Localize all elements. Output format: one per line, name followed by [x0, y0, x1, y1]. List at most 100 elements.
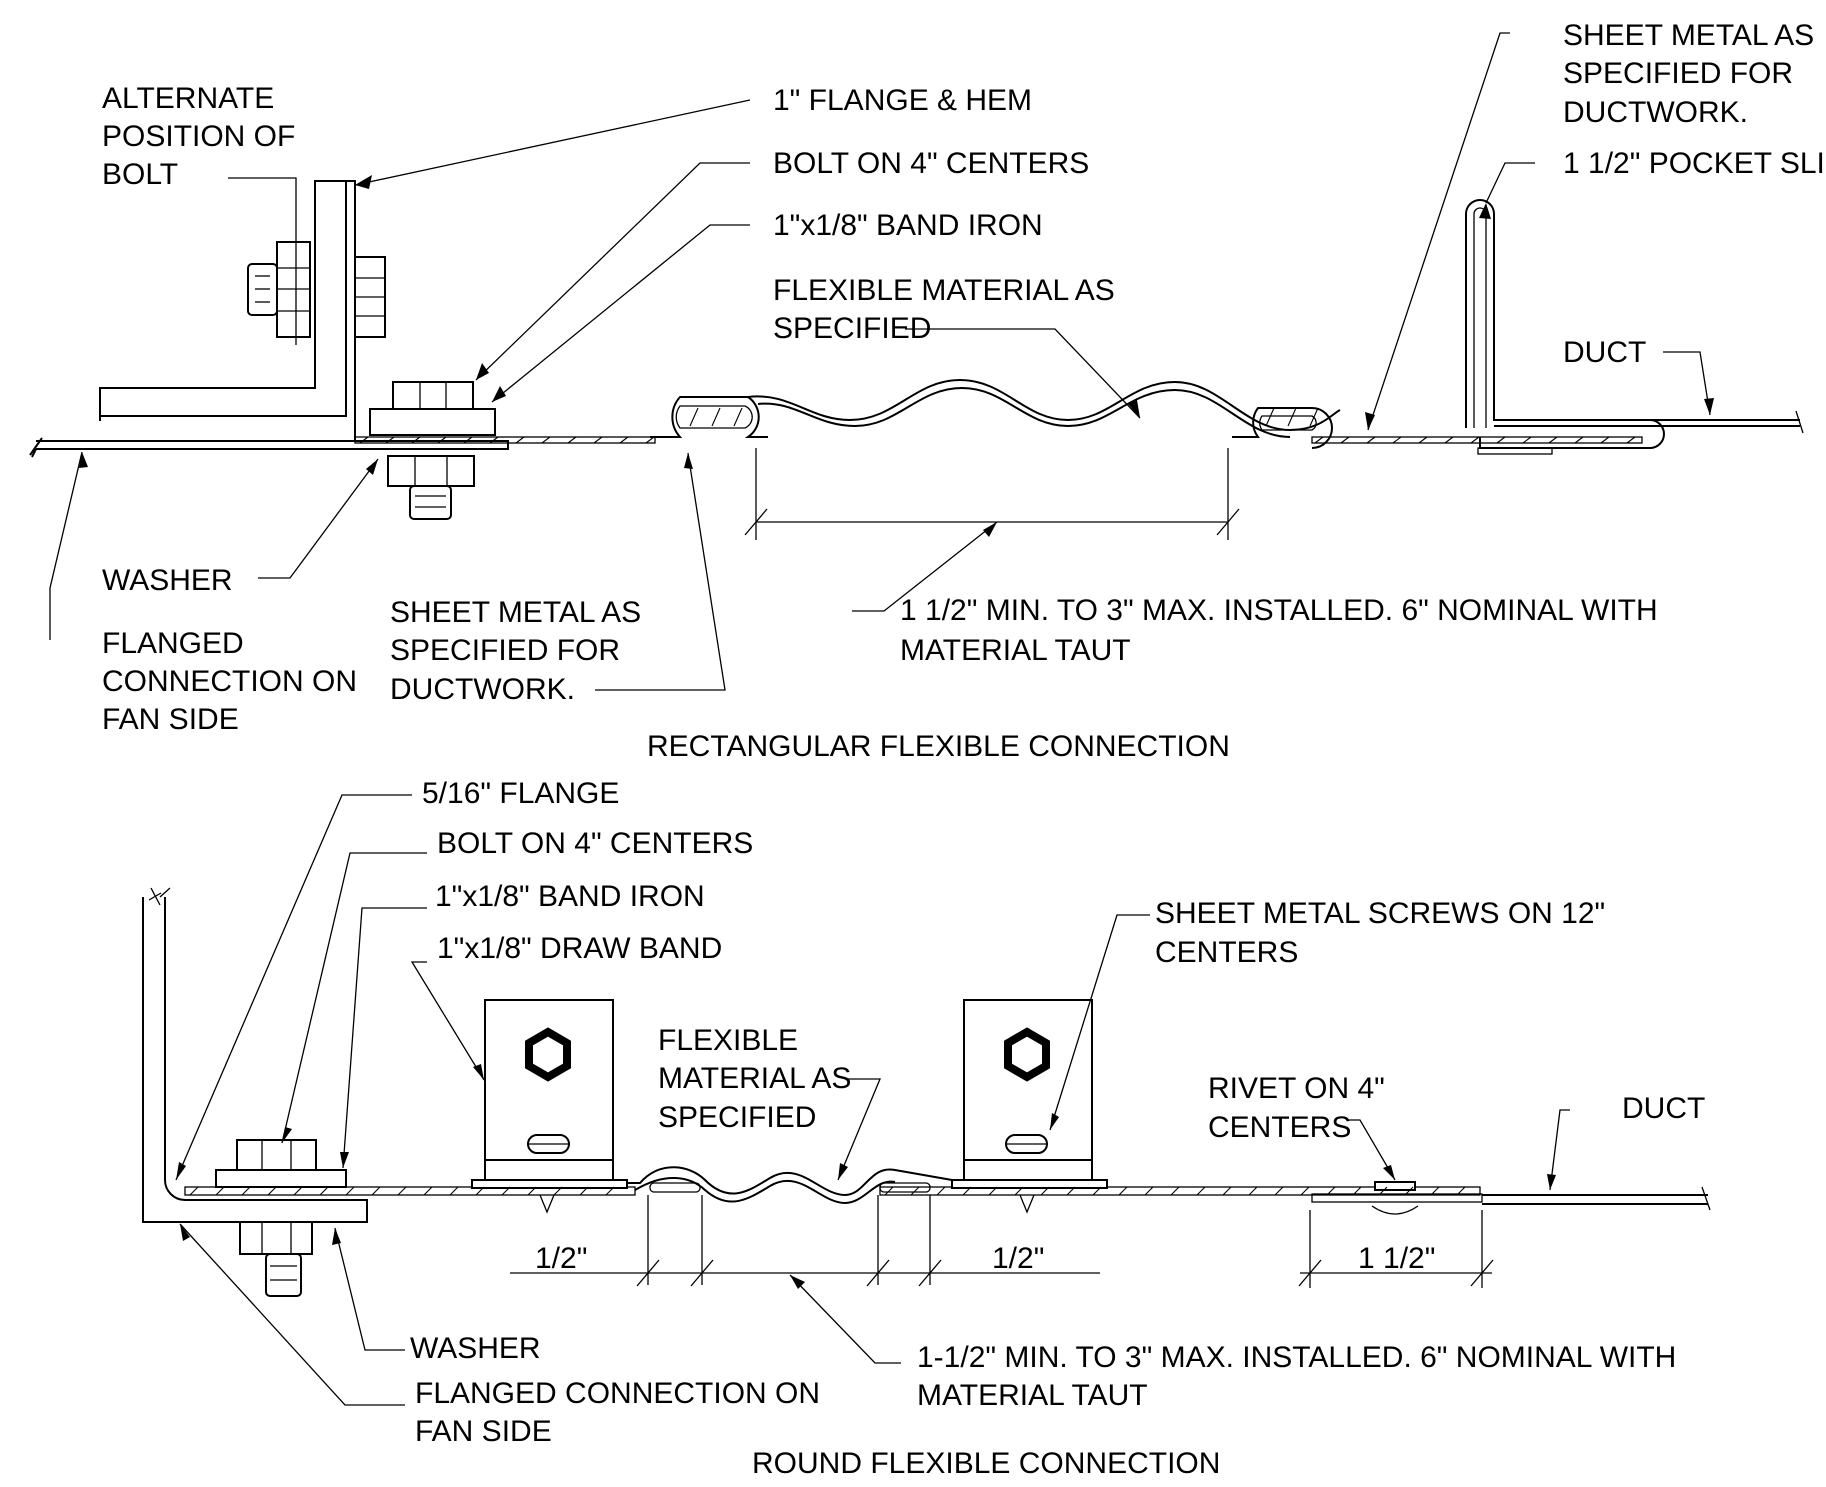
- band-iron-bolt: [369, 381, 496, 520]
- label-dim-half-left: 1/2": [535, 1242, 587, 1275]
- label-washer-top: WASHER: [102, 564, 233, 597]
- hatch-line: [189, 1186, 199, 1196]
- hatch-line: [1496, 436, 1506, 444]
- hatch-line: [1430, 1186, 1440, 1196]
- label-round-band-iron: 1"x1/8" BAND IRON: [435, 880, 705, 913]
- label-flexible-material: FLEXIBLE MATERIAL AS SPECIFIED: [773, 274, 1123, 345]
- hatch-line: [1040, 1186, 1050, 1196]
- hatch-line: [463, 436, 473, 444]
- hatch-line: [1548, 436, 1558, 444]
- label-bolt-centers: BOLT ON 4" CENTERS: [773, 147, 1089, 180]
- hatch-line: [215, 1186, 225, 1196]
- hatch-line: [241, 1186, 251, 1196]
- title-round: ROUND FLEXIBLE CONNECTION: [752, 1447, 1220, 1480]
- label-installed-note-bottom: 1-1/2" MIN. TO 3" MAX. INSTALLED. 6" NOM…: [917, 1341, 1685, 1412]
- label-flanged-connection-bottom: FLANGED CONNECTION ON FAN SIDE: [415, 1377, 828, 1448]
- hatch-line: [267, 1186, 277, 1196]
- hatch-line: [1626, 436, 1636, 444]
- label-rivet: RIVET ON 4" CENTERS: [1208, 1072, 1393, 1144]
- hatch-line: [1340, 436, 1350, 444]
- hatch-line: [593, 436, 603, 444]
- hatch-line: [1366, 436, 1376, 444]
- label-dim-half-right: 1/2": [992, 1242, 1044, 1275]
- flexible-material: [747, 378, 1341, 432]
- label-duct-top: DUCT: [1563, 336, 1646, 369]
- hatch-line: [1118, 1186, 1128, 1196]
- label-band-iron: 1"x1/8" BAND IRON: [773, 209, 1043, 242]
- pocket-slip: [1465, 199, 1665, 449]
- hatch-line: [319, 1186, 329, 1196]
- hatch-line: [437, 436, 447, 444]
- hatch-line: [711, 407, 721, 427]
- hatch-line: [397, 1186, 407, 1196]
- hatch-line: [1092, 1186, 1102, 1196]
- dimensions-bottom: [510, 1195, 1494, 1288]
- hatch-line: [385, 436, 395, 444]
- round-band-iron-bolt: [215, 1139, 347, 1297]
- hatch-line: [475, 1186, 485, 1196]
- hatch-line: [1287, 407, 1297, 427]
- hatch-line: [1392, 436, 1402, 444]
- hatch-line: [619, 436, 629, 444]
- round-flexible-material: [627, 1166, 953, 1197]
- label-flanged-connection-top: FLANGED CONNECTION ON FAN SIDE: [102, 627, 365, 736]
- draw-band-clamp-right: [951, 999, 1108, 1214]
- hatch-line: [1378, 1186, 1388, 1196]
- flex-hem-right: [1232, 407, 1333, 449]
- hatch-line: [1248, 1186, 1258, 1196]
- hatch-line: [1352, 1186, 1362, 1196]
- hatch-line: [962, 1186, 972, 1196]
- hatch-line: [293, 1186, 303, 1196]
- round-angle-flange: [142, 897, 368, 1223]
- hatch-line: [1170, 1186, 1180, 1196]
- hatch-line: [449, 1186, 459, 1196]
- hatch-line: [1418, 436, 1428, 444]
- hatch-line: [1600, 436, 1610, 444]
- hatch-line: [1265, 407, 1275, 427]
- hatch-line: [411, 436, 421, 444]
- label-round-bolt-centers: BOLT ON 4" CENTERS: [437, 827, 753, 860]
- hatch-line: [1309, 407, 1319, 427]
- hatch-line: [371, 1186, 381, 1196]
- leaders-bottom: [175, 794, 1570, 1406]
- hatch-line: [541, 436, 551, 444]
- round-duct-sheet-right: [879, 1186, 1481, 1196]
- hatch-line: [359, 436, 369, 444]
- flex-hem-left: [650, 396, 768, 438]
- title-rectangular: RECTANGULAR FLEXIBLE CONNECTION: [647, 730, 1230, 763]
- rivet: [1311, 1181, 1711, 1215]
- label-5-16-flange: 5/16" FLANGE: [422, 777, 619, 810]
- leaders-top: [49, 32, 1714, 691]
- hatch-line: [1300, 1186, 1310, 1196]
- hatch-line: [1222, 1186, 1232, 1196]
- hatch-line: [423, 1186, 433, 1196]
- label-washer-bottom: WASHER: [410, 1332, 541, 1365]
- hatch-line: [553, 1186, 563, 1196]
- hatch-line: [689, 407, 699, 427]
- rectangular-connection-detail: ALTERNATE POSITION OF BOLT 1" FLANGE & H…: [29, 19, 1826, 763]
- round-duct-sheet-left: [184, 1186, 636, 1196]
- sheet-metal-strip-left: [354, 436, 656, 444]
- label-flange-hem: 1" FLANGE & HEM: [773, 84, 1032, 117]
- hatch-line: [345, 1186, 355, 1196]
- hatch-line: [1144, 1186, 1154, 1196]
- hatch-line: [1444, 436, 1454, 444]
- sheet-metal-strip-right: [1311, 436, 1643, 444]
- hatch-line: [579, 1186, 589, 1196]
- round-connection-detail: 5/16" FLANGE BOLT ON 4" CENTERS 1"x1/8" …: [142, 777, 1711, 1480]
- hatch-line: [1522, 436, 1532, 444]
- label-sheet-metal-screws: SHEET METAL SCREWS ON 12" CENTERS: [1155, 897, 1614, 969]
- hatch-line: [936, 1186, 946, 1196]
- hatch-line: [501, 1186, 511, 1196]
- label-round-flexible-material: FLEXIBLE MATERIAL AS SPECIFIED: [658, 1024, 860, 1134]
- dimension-installed: [744, 448, 1240, 540]
- hatch-line: [1404, 1186, 1414, 1196]
- hatch-line: [1314, 436, 1324, 444]
- hatch-line: [988, 1186, 998, 1196]
- label-dim-one-half: 1 1/2": [1358, 1242, 1435, 1275]
- label-draw-band: 1"x1/8" DRAW BAND: [437, 932, 722, 965]
- label-duct-bottom: DUCT: [1622, 1092, 1705, 1125]
- fan-side-sheet: [36, 440, 509, 450]
- label-alternate-bolt: ALTERNATE POSITION OF BOLT: [102, 82, 304, 191]
